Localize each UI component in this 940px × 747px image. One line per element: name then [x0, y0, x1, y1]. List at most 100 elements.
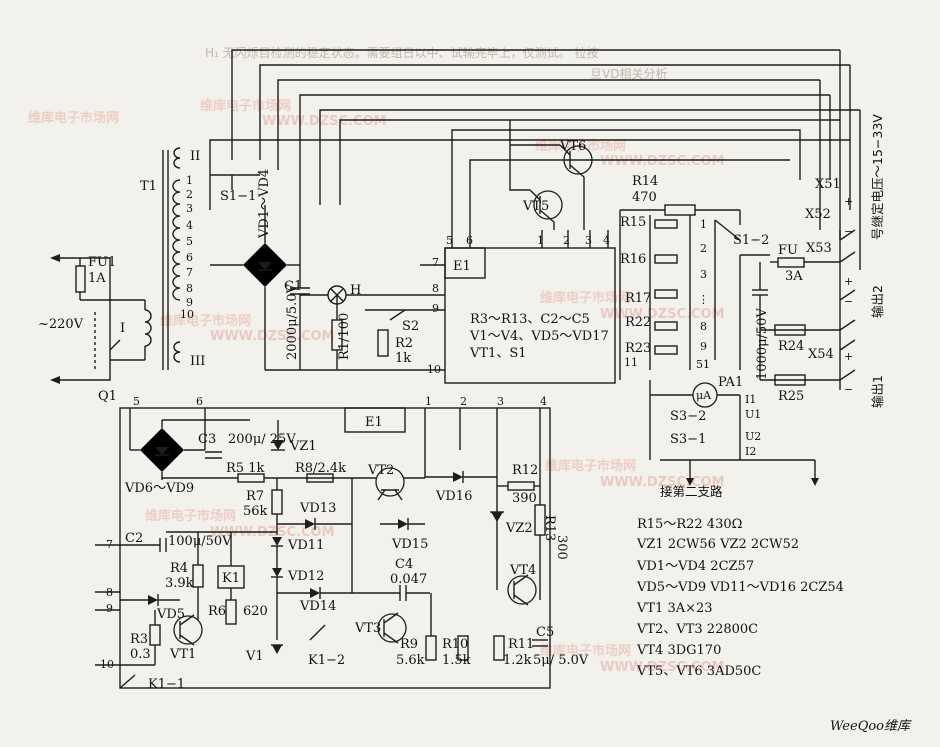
diode-vd15-label: VD15	[391, 537, 428, 552]
output-section: FU 3A 1000μ/50V R24 R25 X51 X52 X53 X54 …	[752, 114, 885, 408]
parts-list-line: VT4 3DG170	[636, 643, 721, 658]
svg-text:+: +	[844, 275, 853, 288]
resistor-r10-value: 1.5k	[442, 653, 471, 668]
range-selector-section: R14 470 R15 R16 R17 R22 R23 1 2 3 ⋮ 8 9 …	[619, 174, 770, 380]
fuse-fu-label: FU	[778, 243, 798, 258]
transistor-vt4	[507, 575, 537, 605]
resistor-r8	[306, 473, 334, 483]
svg-text:5: 5	[446, 234, 453, 247]
resistor-r11	[493, 635, 505, 661]
transistor-vt2-label: VT2	[367, 463, 394, 478]
svg-text:10: 10	[180, 308, 194, 321]
svg-text:3: 3	[700, 268, 707, 281]
resistor-r14	[664, 204, 696, 216]
svg-text:旦VD相关分析: 旦VD相关分析	[590, 67, 667, 81]
watermark-text: 维库电子市场网	[200, 98, 291, 114]
resistor-r11-value: 1.2k	[503, 653, 532, 668]
svg-text:−: −	[844, 225, 853, 238]
resistor-r14-value: 470	[632, 190, 657, 205]
top-bus-wiring	[209, 49, 861, 270]
watermark-layer: 维库电子市场网 维库电子市场网 WWW.DZSC.COM 维库电子市场网 WWW…	[28, 98, 912, 734]
resistor-r14-label: R14	[632, 174, 658, 189]
svg-text:4: 4	[186, 219, 193, 232]
fuse-fu1-label: FU1	[88, 255, 116, 270]
resistor-r16	[654, 254, 678, 264]
resistor-r13-label: R13	[542, 515, 557, 541]
svg-text:9: 9	[432, 302, 439, 315]
primary-coil	[144, 309, 152, 347]
resistor-r24	[774, 324, 806, 336]
resistor-r4-label: R4	[170, 561, 188, 576]
svg-text:3: 3	[585, 234, 592, 247]
svg-text:2: 2	[563, 234, 570, 247]
transistors-vt5-vt6: VT5 VT6	[509, 120, 593, 230]
cap-c5-label: C5	[536, 625, 554, 640]
watermark-url: WWW.DZSC.COM	[600, 154, 724, 169]
secondary-iii-label: III	[190, 354, 205, 369]
transformer-label: T1	[140, 179, 157, 194]
svg-text:5: 5	[133, 395, 140, 408]
resistor-r2-value: 1k	[395, 351, 411, 366]
resistor-r9-label: R9	[400, 637, 418, 652]
cap-c3-value: 200μ/ 25V	[228, 432, 296, 447]
fuse-fu-value: 3A	[785, 269, 803, 284]
lamp-h-label: H	[350, 283, 361, 298]
resistor-r12	[507, 481, 535, 491]
transistor-vt6-label: VT6	[559, 139, 586, 154]
svg-text:H₁ 无闪烁目检测的稳定状态。需要组日以中、试输完毕上，仅测: H₁ 无闪烁目检测的稳定状态。需要组日以中、试输完毕上，仅测试。 拉按	[205, 45, 598, 60]
secondary-ii-label: II	[190, 149, 200, 164]
relay-k1-label: K1	[222, 571, 240, 586]
resistor-r10	[457, 635, 469, 661]
parts-list-line: R15～R22 430Ω	[637, 517, 742, 532]
terminal-x53-label: X53	[806, 241, 832, 256]
primary-label: I	[120, 321, 125, 336]
resistor-r2	[377, 329, 389, 357]
parts-list-line: VT5、VT6 3AD50C	[636, 664, 761, 679]
mains-voltage-label: ~220V	[38, 317, 84, 332]
transistor-vt6	[563, 145, 593, 175]
output-terminals	[839, 229, 856, 390]
resistor-r7-label: R7	[246, 489, 264, 504]
e1-detail-outline	[119, 407, 551, 689]
svg-text:1: 1	[425, 395, 432, 408]
diode-v1-label: V1	[245, 649, 264, 664]
resistor-r4-value: 3.9k	[165, 576, 194, 591]
resistor-r24-label: R24	[778, 339, 804, 354]
svg-text:+: +	[844, 195, 853, 208]
cap-c3-label: C3	[198, 432, 216, 447]
e1-contents-line-3: VT1、S1	[469, 346, 527, 361]
resistor-r23-value: 51	[696, 358, 710, 371]
resistor-r17-label: R17	[625, 291, 651, 306]
svg-text:9: 9	[186, 296, 193, 309]
resistor-r1-label: R1/100	[337, 313, 352, 360]
resistor-r12-label: R12	[512, 463, 538, 478]
relay-contact-k1-1-label: K1−1	[148, 677, 185, 692]
top-rectifier-section: S1−1 VD1～VD4 C1 2000μ/5.0V H R1/100 S2	[210, 169, 420, 371]
parts-list-line: VD1～VD4 2CZ57	[636, 559, 754, 574]
svg-text:4: 4	[603, 234, 610, 247]
svg-text:7: 7	[186, 266, 193, 279]
resistor-r22	[654, 321, 678, 331]
svg-text:⋮: ⋮	[698, 293, 709, 306]
resistor-r11-label: R11	[508, 637, 534, 652]
tapped-secondary-coil	[172, 179, 181, 301]
fuse-fu1	[75, 265, 86, 293]
parts-list-line: VT2、VT3 22800C	[636, 622, 758, 637]
resistor-r3	[149, 624, 161, 646]
input-section: FU1 1A ~220V Q1 I T1 II 1 2 3 4 5 6 7	[38, 147, 205, 404]
svg-text:U2: U2	[745, 430, 761, 443]
svg-text:1: 1	[186, 174, 193, 187]
resistor-r9	[425, 635, 437, 661]
svg-text:6: 6	[466, 234, 473, 247]
svg-text:7: 7	[432, 256, 439, 269]
label-relay-voltage: 号继定电压～15−33V	[870, 114, 885, 240]
svg-text:I1: I1	[745, 393, 756, 406]
svg-text:−: −	[844, 295, 853, 308]
resistor-r3-label: R3	[130, 632, 148, 647]
transistor-vt5	[533, 190, 563, 220]
parts-list-line: VD5～VD9 VD11～VD16 2CZ54	[636, 580, 844, 595]
svg-text:4: 4	[540, 395, 547, 408]
watermark-text: 维库电子市场网	[540, 290, 631, 306]
tap-labels: 1 2 3 4 5 6 7 8 9 10	[180, 174, 194, 321]
